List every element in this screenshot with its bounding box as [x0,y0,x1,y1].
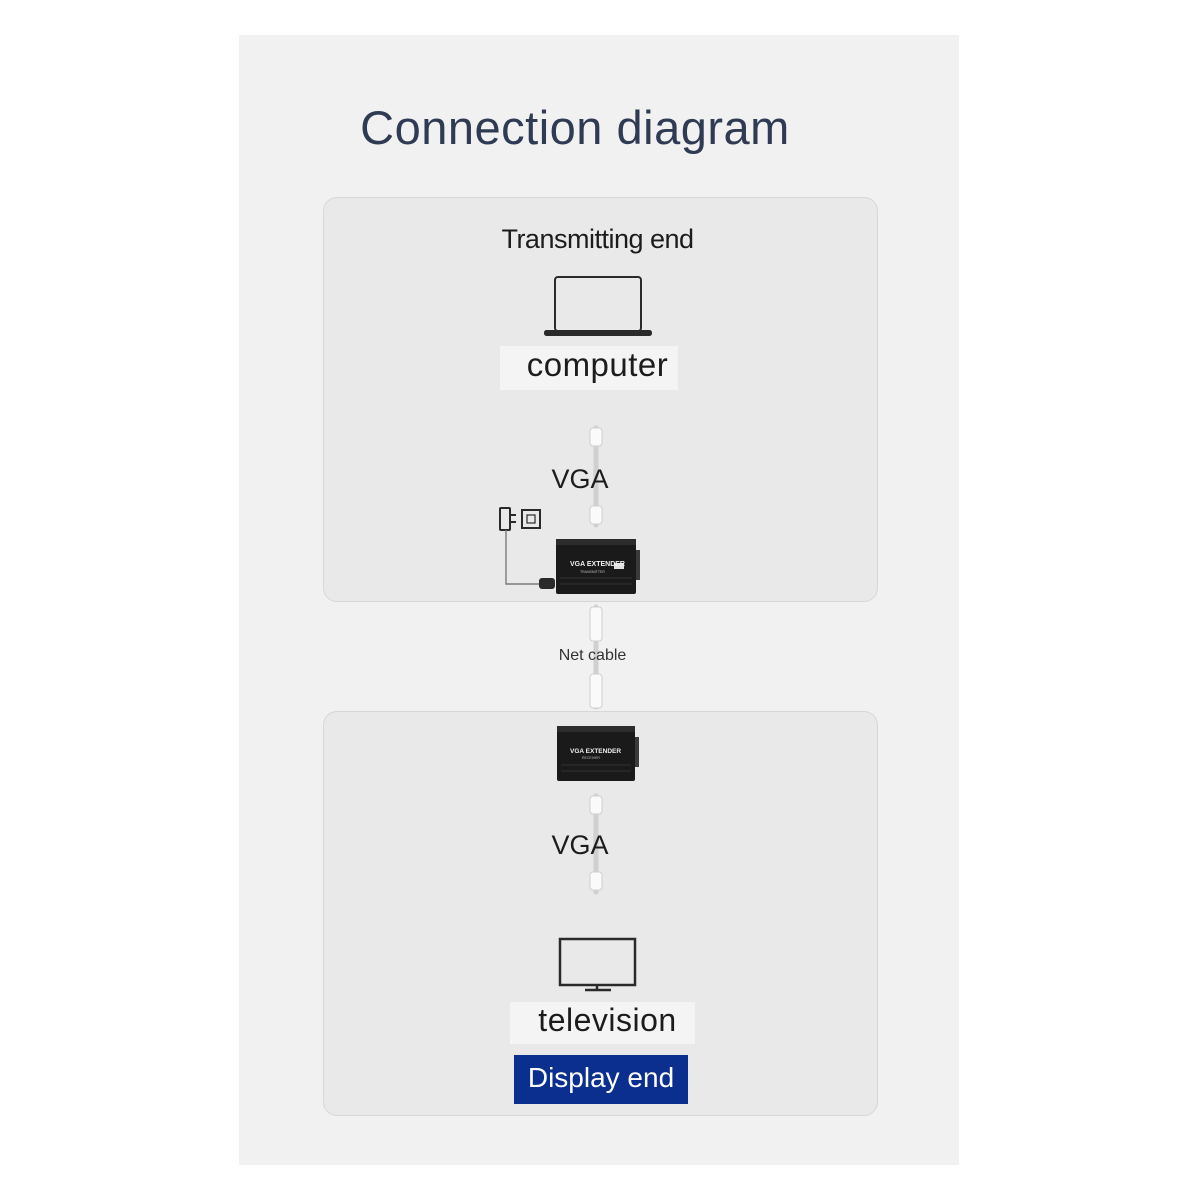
receiver-device-label: VGA EXTENDER [570,748,621,755]
wall-socket-icon [521,509,541,529]
transmitting-end-panel [323,197,878,602]
transmitter-device-icon [556,539,640,594]
net-cable-icon [589,604,603,710]
vga-cable-icon [589,793,603,895]
laptop-icon [544,276,652,336]
transmitter-device-sublabel: TRANSMITTER [580,570,605,574]
receiver-device-sublabel: RECEIVER [582,756,600,760]
vga-label-bottom: VGA [551,830,609,860]
net-cable-label: Net cable [558,647,627,664]
computer-label-background [500,346,678,390]
diagram-title: Connection diagram [360,101,790,154]
receiver-device-icon [557,726,639,781]
television-label-background [510,1002,695,1044]
transmitting-end-heading: Transmitting end [501,224,694,254]
vga-cable-icon [589,425,603,528]
monitor-icon [558,937,637,992]
display-end-badge: Display end [514,1055,688,1104]
transmitter-device-label: VGA EXTENDER [570,561,625,568]
television-label: television [538,1002,677,1038]
vga-label-top: VGA [551,464,609,494]
power-adapter-icon [499,507,555,589]
computer-label: computer [526,346,669,383]
